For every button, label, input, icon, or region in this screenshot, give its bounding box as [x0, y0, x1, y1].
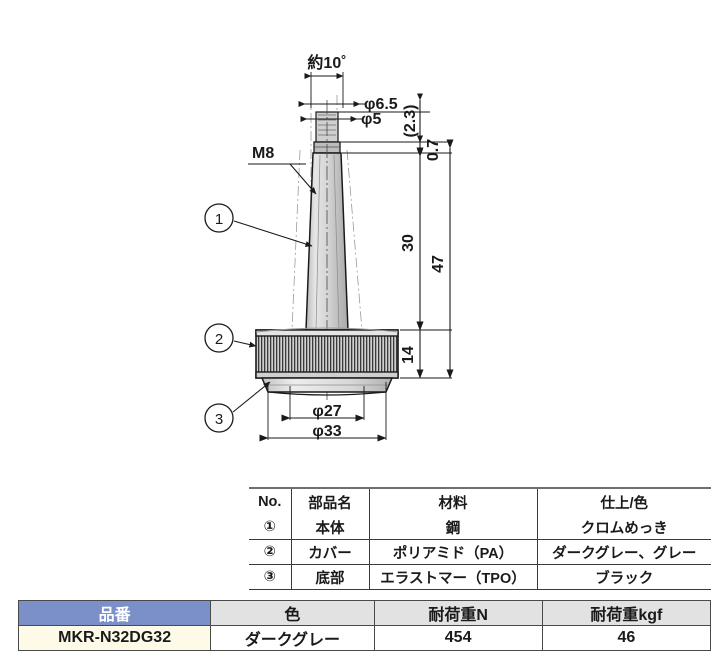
parts-cell-part: カバー [290, 539, 369, 565]
parts-cell-no: ② [249, 539, 291, 565]
dim-stem-inner-dia-label: φ5 [361, 111, 381, 128]
table-row: ① 本体 鋼 クロムめっき [249, 515, 711, 540]
dim-stem-length: 30 [400, 147, 424, 331]
spec-table-header-row: 品番 色 耐荷重N 耐荷重kgf [18, 600, 711, 626]
dim-stem-outer-dia-label: φ6.5 [364, 96, 398, 113]
dim-stem-outer-dia: φ6.5 [298, 96, 398, 113]
spec-header-model: 品番 [18, 600, 211, 626]
spec-cell-load-kgf: 46 [541, 625, 711, 651]
parts-header-no: No. [249, 488, 291, 515]
dim-base-height-label: 14 [400, 346, 417, 364]
parts-table: No. 部品名 材料 仕上/色 ① 本体 鋼 クロムめっき ② カバー ポリアミ… [249, 487, 711, 590]
dim-stem-length-label: 30 [400, 234, 417, 252]
parts-header-finish: 仕上/色 [536, 488, 711, 515]
label-m8: M8 [248, 145, 317, 195]
dim-base-outer-dia: φ33 [259, 423, 387, 442]
spec-cell-model: MKR-N32DG32 [18, 625, 211, 651]
dim-collar-height-label: (2.3) [402, 105, 419, 138]
dim-base-height: 14 [400, 321, 424, 379]
callout-3: 3 [204, 381, 271, 433]
dim-total-height: 47 [430, 139, 454, 379]
callout-2-label: 2 [215, 331, 223, 348]
parts-cell-no: ③ [249, 564, 291, 590]
dim-total-height-label: 47 [430, 255, 447, 273]
dim-washer-height-label: 0.7 [425, 139, 442, 161]
label-m8-text: M8 [252, 145, 274, 162]
callout-1: 1 [204, 203, 313, 247]
dim-base-inner-dia: φ27 [281, 403, 365, 422]
dim-base-inner-dia-label: φ27 [312, 403, 341, 420]
table-row: ③ 底部 エラストマー（TPO） ブラック [249, 564, 711, 590]
parts-cell-material: 鋼 [368, 515, 537, 540]
spec-cell-load-n: 454 [373, 625, 543, 651]
parts-cell-finish: ブラック [536, 564, 711, 590]
drawing-svg: 約10˚ φ6.5 φ5 (2.3) 0.7 30 [204, 53, 454, 442]
callout-2: 2 [204, 323, 257, 353]
spec-header-color: 色 [210, 600, 374, 626]
dim-taper-angle-label: 約10˚ [307, 53, 346, 72]
parts-cell-finish: ダークグレー、グレー [536, 539, 711, 565]
callout-1-label: 1 [215, 211, 223, 228]
parts-cell-part: 底部 [290, 564, 369, 590]
dim-taper-angle: 約10˚ [304, 53, 347, 79]
spec-header-load-kgf: 耐荷重kgf [541, 600, 711, 626]
parts-table-header-row: No. 部品名 材料 仕上/色 [249, 488, 711, 515]
technical-drawing: 約10˚ φ6.5 φ5 (2.3) 0.7 30 [204, 53, 454, 442]
dim-base-outer-dia-label: φ33 [312, 423, 341, 440]
parts-header-part: 部品名 [290, 488, 369, 515]
spec-header-load-n: 耐荷重N [373, 600, 543, 626]
spec-table: 品番 色 耐荷重N 耐荷重kgf MKR-N32DG32 ダークグレー 454 … [18, 600, 711, 651]
callout-3-label: 3 [215, 411, 223, 428]
part-geometry [255, 95, 399, 400]
parts-cell-part: 本体 [290, 515, 369, 540]
parts-cell-material: ポリアミド（PA） [368, 539, 537, 565]
parts-cell-finish: クロムめっき [536, 515, 711, 540]
parts-cell-no: ① [249, 515, 291, 540]
table-row: MKR-N32DG32 ダークグレー 454 46 [18, 625, 711, 651]
spec-cell-color: ダークグレー [210, 625, 374, 651]
parts-cell-material: エラストマー（TPO） [368, 564, 537, 590]
table-row: ② カバー ポリアミド（PA） ダークグレー、グレー [249, 539, 711, 565]
parts-header-material: 材料 [368, 488, 537, 515]
dim-stem-inner-dia: φ5 [300, 111, 381, 128]
dim-collar-height: (2.3) [402, 93, 423, 143]
